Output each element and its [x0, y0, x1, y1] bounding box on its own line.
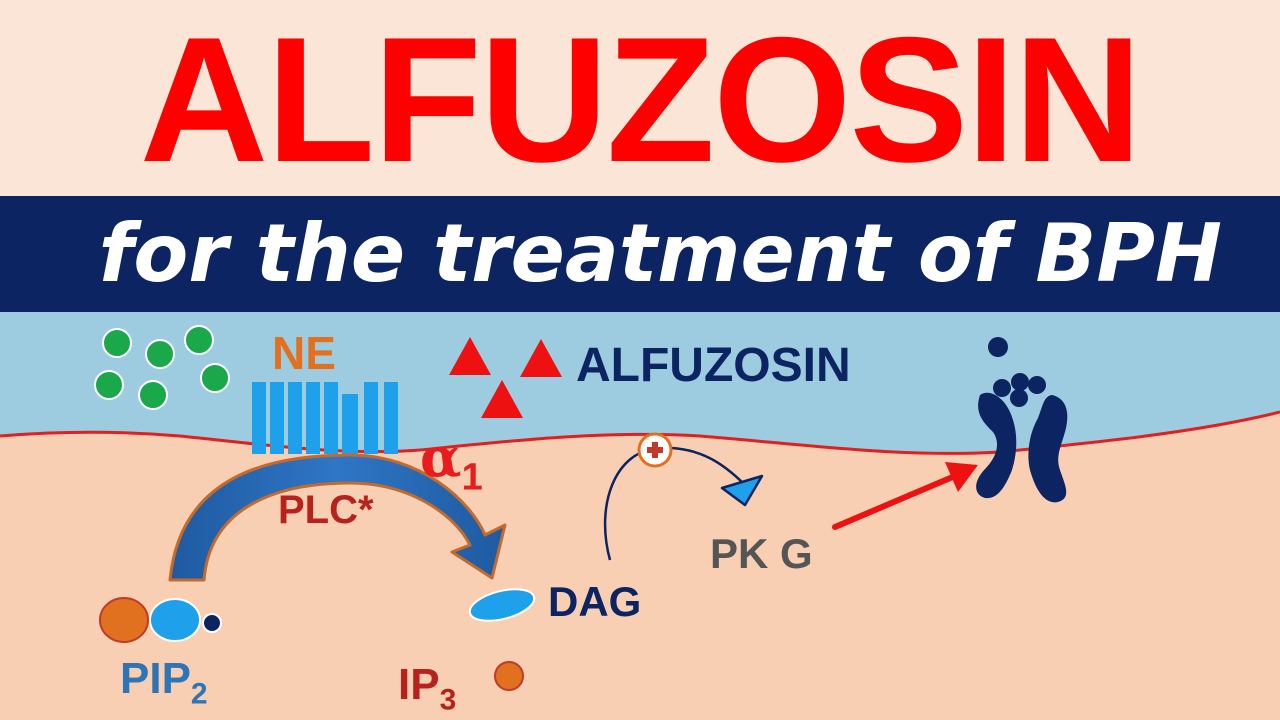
plc-label: PLC* [278, 488, 374, 532]
alfuzosin-triangle [481, 380, 523, 418]
channel-left-half [976, 392, 1017, 499]
ne-molecule [184, 325, 214, 355]
ne-molecule [94, 370, 124, 400]
signaling-diagram [0, 312, 1280, 691]
ion [1011, 373, 1029, 391]
ip3-molecule [494, 661, 524, 691]
ne-molecule [138, 380, 168, 410]
ip3-label: IP3 [398, 660, 457, 717]
receptor-segment [384, 382, 398, 454]
main-title: ALFUZOSIN [139, 0, 1142, 199]
drug-label: ALFUZOSIN [576, 339, 851, 392]
ne-molecule [200, 363, 230, 393]
alfuzosin-molecules [449, 337, 562, 418]
pkg-to-channel-arrow [832, 473, 958, 530]
receptor-segment [252, 382, 266, 454]
receptor-segment [342, 394, 358, 468]
receptor-segment [288, 382, 302, 454]
alpha1-label: α1 [420, 425, 483, 499]
ion [1028, 376, 1046, 394]
norepinephrine-molecules [94, 325, 230, 410]
ne-molecule [145, 339, 175, 369]
subtitle-band [0, 196, 1280, 312]
alfuzosin-triangle [449, 337, 491, 375]
pkg-label: PK G [710, 530, 813, 577]
ion [988, 337, 1008, 357]
activation-plus-icon [637, 432, 673, 468]
receptor-segment [364, 382, 378, 454]
alpha1-receptor [252, 382, 398, 468]
receptor-segment [324, 382, 338, 454]
receptor-segment [270, 382, 284, 454]
pip2-molecule [99, 597, 222, 643]
alfuzosin-triangle [520, 339, 562, 377]
ne-molecule [102, 328, 132, 358]
ion [993, 379, 1011, 397]
ion-channel [976, 337, 1068, 503]
plc-curved-arrow [168, 453, 507, 582]
ne-label: NE [272, 327, 336, 379]
channel-right-half [1028, 395, 1068, 503]
dag-molecule [468, 588, 536, 622]
subtitle: for the treatment of BPH [98, 207, 1222, 300]
arrowhead-icon [720, 474, 764, 507]
pip2-label: PIP2 [120, 654, 208, 711]
receptor-segment [306, 382, 320, 454]
red-arrowhead-icon [945, 462, 978, 492]
dag-label: DAG [548, 578, 642, 625]
title-band [0, 0, 1280, 196]
ion [1010, 389, 1028, 407]
